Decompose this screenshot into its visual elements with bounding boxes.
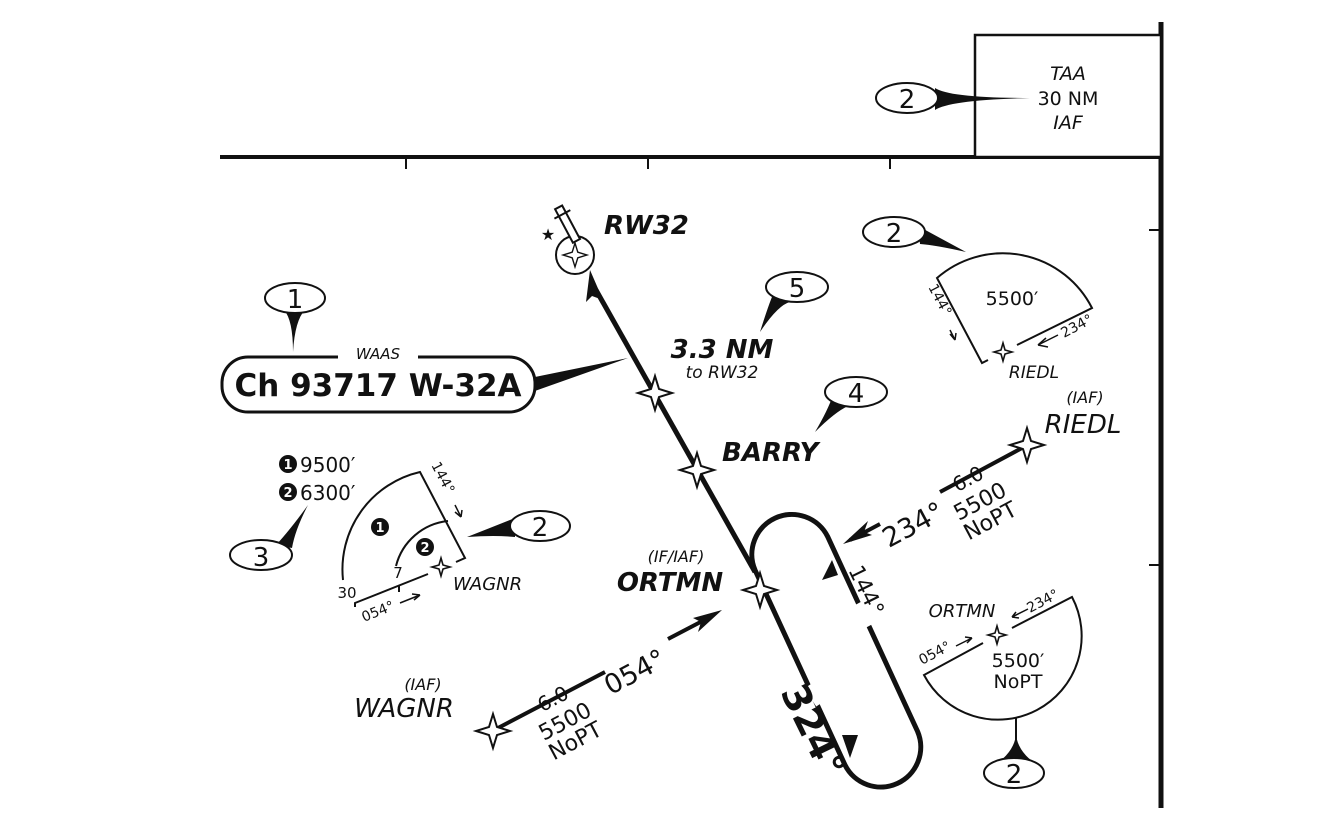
altitude-1-marker: 1 xyxy=(283,458,292,473)
svg-text:2: 2 xyxy=(899,85,916,115)
callout-wagnr-sector: 2 xyxy=(467,510,571,543)
svg-text:4: 4 xyxy=(848,379,865,409)
taa-label: TAA xyxy=(1050,63,1086,85)
callout-taa: 2 xyxy=(875,82,1030,115)
riedl-sector-altitude: 5500′ xyxy=(986,288,1039,310)
riedl-sector-fix: RIEDL xyxy=(1009,363,1059,383)
taa-box: TAA 30 NM IAF xyxy=(973,33,1163,159)
riedl-sector-course-a: 144° xyxy=(924,281,954,318)
sector-1-altitude: 9500′ xyxy=(300,453,356,477)
callout-distance: 5 xyxy=(760,271,829,332)
distance-value: 3.3 NM xyxy=(671,335,774,365)
svg-text:1: 1 xyxy=(287,285,304,315)
sector-1-marker: 1 xyxy=(375,521,384,536)
sector-2-altitude: 6300′ xyxy=(300,481,356,505)
ortmn-sector-altitude: 5500′ xyxy=(992,650,1045,672)
riedl-label: RIEDL xyxy=(1045,410,1122,440)
wagnr-role: (IAF) xyxy=(404,675,441,694)
runway-waypoint: ★ RW32 xyxy=(541,204,689,275)
runway-icon xyxy=(553,204,582,245)
channel-text: Ch 93717 W-32A xyxy=(234,368,521,404)
hold-outbound-course: 144° xyxy=(843,562,889,621)
callout-barry: 4 xyxy=(815,376,888,432)
wagnr-course: 054° xyxy=(599,644,671,702)
barry-fix-icon xyxy=(679,452,715,488)
callout-altitudes: 3 xyxy=(229,505,308,573)
final-course xyxy=(586,270,758,574)
wagnr-sector-course-a: 144° xyxy=(427,459,457,496)
ortmn-sector-nopt: NoPT xyxy=(994,671,1043,693)
stepdown-fix-icon xyxy=(637,375,673,411)
airport-star-icon: ★ xyxy=(541,225,555,244)
riedl-course: 234° xyxy=(877,496,949,554)
sector-2-marker: 2 xyxy=(420,541,429,556)
waas-caption: WAAS xyxy=(356,345,401,363)
ortmn-sector-course-a: 054° xyxy=(916,639,953,669)
callout-ortmn-sector: 2 xyxy=(983,717,1045,790)
altitude-2-marker: 2 xyxy=(283,486,292,501)
taa-sector-riedl: 5500′ 144° 234° RIEDL xyxy=(924,252,1096,383)
svg-text:2: 2 xyxy=(1006,760,1023,790)
riedl-leg: (IAF) RIEDL 6.0 5500 NoPT 234° xyxy=(843,388,1122,554)
riedl-role: (IAF) xyxy=(1066,388,1103,407)
ortmn-label: ORTMN xyxy=(617,568,724,598)
riedl-fix-icon xyxy=(1009,427,1045,463)
channel-box: WAAS Ch 93717 W-32A xyxy=(220,345,628,414)
callout-riedl-sector: 2 xyxy=(862,216,966,252)
taa-iaf: IAF xyxy=(1053,112,1084,134)
runway-label: RW32 xyxy=(604,211,689,241)
wagnr-sector-fix: WAGNR xyxy=(453,574,522,595)
holding-pattern: 144° 324° xyxy=(749,511,924,790)
wagnr-inner-radius: 7 xyxy=(393,564,403,582)
wagnr-label: WAGNR xyxy=(354,694,454,724)
ortmn-role: (IF/IAF) xyxy=(648,547,705,566)
taa-sector-ortmn: ORTMN 054° 234° 5500′ NoPT xyxy=(916,587,1083,721)
svg-text:2: 2 xyxy=(532,513,549,543)
wagnr-fix-icon xyxy=(475,713,511,749)
wagnr-sector-course-b: 054° xyxy=(360,598,397,625)
taa-sector-wagnr: WAGNR 1 2 30 7 144° 054° 1 9500′ 2 6300′ xyxy=(279,453,522,626)
callout-channel: 1 xyxy=(264,282,326,352)
svg-text:5: 5 xyxy=(789,274,806,304)
taa-radius: 30 NM xyxy=(1038,88,1099,110)
ortmn-sector-fix: ORTMN xyxy=(929,601,996,622)
wagnr-outer-radius: 30 xyxy=(337,584,356,602)
inbound-course: 324° xyxy=(772,677,855,785)
wagnr-leg: (IAF) WAGNR 6.0 5500 NoPT 054° xyxy=(354,610,722,766)
barry-label: BARRY xyxy=(722,438,822,468)
svg-text:2: 2 xyxy=(886,219,903,249)
svg-text:3: 3 xyxy=(253,543,270,573)
distance-sub: to RW32 xyxy=(686,363,759,383)
